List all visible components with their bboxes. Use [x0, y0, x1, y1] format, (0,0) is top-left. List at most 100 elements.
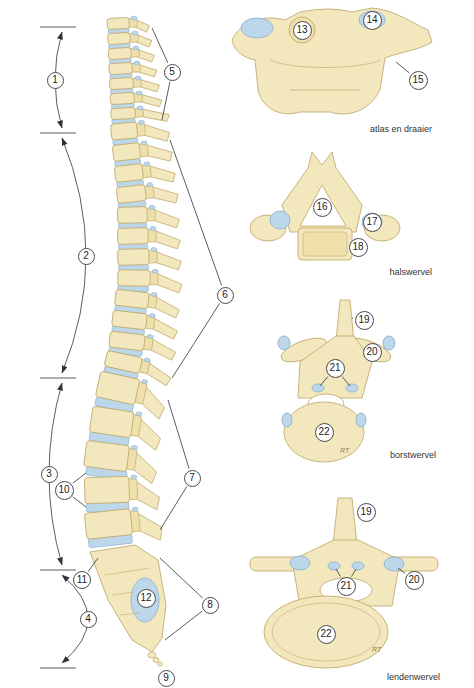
atlas-bone [232, 8, 432, 114]
callout-number: 16 [316, 202, 327, 212]
articular-facet [359, 11, 385, 29]
callout-circle: 22 [317, 625, 336, 644]
vertebral-body [108, 47, 131, 59]
articular-facet [290, 556, 310, 570]
callout-number: 13 [296, 25, 307, 35]
callout-number: 2 [83, 251, 89, 261]
articular-facet [133, 46, 139, 50]
callout-number: 12 [140, 593, 151, 603]
sacrum [90, 545, 166, 666]
articular-facet [147, 183, 153, 188]
callout-circle: 21 [326, 359, 345, 378]
callout-circle: 4 [80, 611, 97, 628]
vertebral-arch [298, 336, 372, 398]
leader-line [160, 487, 187, 530]
leader-line [170, 140, 222, 286]
callout-circle: 7 [184, 470, 201, 487]
articular-facet [131, 16, 137, 20]
vertebral-body [109, 62, 133, 74]
callout-circle: 10 [55, 481, 74, 500]
callout-circle: 18 [349, 238, 368, 257]
callout-number: 22 [318, 427, 329, 437]
vertebral-body [264, 596, 388, 668]
figure-caption: lendenwervel [387, 673, 440, 683]
callout-number: 9 [163, 673, 169, 683]
vertebra [84, 504, 163, 547]
vertebral-body [284, 402, 364, 462]
vertebra [107, 15, 150, 34]
articular-facet [149, 205, 155, 209]
articular-facet [151, 247, 157, 251]
leader-line [396, 62, 409, 73]
articular-facet [141, 141, 147, 146]
articular-facet [137, 106, 143, 110]
costal-facet [278, 336, 290, 350]
leader-line [162, 82, 170, 120]
articular-facet [131, 475, 137, 479]
articular-facet [134, 61, 140, 65]
figure-caption: halswervel [389, 268, 432, 278]
callout-circle: 20 [405, 571, 424, 590]
articular-facet [144, 162, 150, 167]
vertebral-body [95, 371, 140, 405]
vertebral-body [84, 440, 130, 471]
segment-tick [40, 570, 76, 571]
callout-circle: 1 [47, 72, 64, 89]
coccyx [148, 652, 156, 658]
vertebra [107, 30, 152, 49]
segment-tick [40, 27, 76, 28]
leader-line [320, 376, 328, 386]
spinous-process [333, 498, 357, 545]
articular-facet [384, 557, 404, 571]
callout-number: 5 [169, 67, 175, 77]
callout-circle: 12 [137, 589, 156, 608]
callout-circle: 3 [41, 466, 58, 483]
callout-number: 6 [222, 290, 228, 300]
articular-facet [136, 91, 142, 95]
articular-facet [328, 562, 340, 570]
vertebral-foramen [300, 185, 346, 226]
atlas-axis-drawing [232, 8, 432, 114]
thoracic-vertebra-drawing [278, 300, 395, 462]
articular-facet [135, 76, 141, 80]
sacrum-bone [90, 545, 166, 652]
lumbar-vertebra-drawing [250, 498, 438, 668]
callout-number: 15 [412, 75, 423, 85]
vertebral-body [298, 228, 352, 260]
leader-line [73, 497, 86, 507]
vertebral-body [118, 270, 151, 287]
callout-number: 19 [358, 315, 369, 325]
articular-facet [151, 292, 157, 297]
callout-circle: 22 [315, 423, 334, 442]
vertebral-body [84, 476, 129, 503]
articular-facet [131, 445, 137, 450]
vertebral-body [114, 163, 143, 182]
coccyx [153, 658, 159, 663]
costal-facet [383, 336, 395, 350]
vertebral-body [118, 249, 150, 266]
callout-number: 20 [366, 347, 377, 357]
vertebra [118, 269, 183, 293]
callout-circle: 21 [337, 577, 356, 596]
costal-facet [356, 413, 366, 427]
callout-number: 1 [52, 75, 58, 85]
vertebral-body-rim [272, 603, 380, 661]
spine-illustration [82, 15, 182, 547]
vertebral-body [84, 509, 132, 540]
callout-circle: 15 [409, 71, 428, 90]
leader-line [352, 569, 356, 577]
callout-number: 3 [46, 469, 52, 479]
vertebral-body [112, 310, 148, 330]
articular-facet [352, 562, 364, 570]
artist-signature: RT [340, 447, 349, 455]
callout-number: 8 [207, 600, 213, 610]
vertebral-body [107, 17, 130, 29]
articular-facet [132, 507, 138, 512]
leader-line [342, 376, 350, 386]
vertebra [84, 474, 160, 512]
coccyx [158, 662, 163, 666]
vertebra [112, 138, 173, 168]
